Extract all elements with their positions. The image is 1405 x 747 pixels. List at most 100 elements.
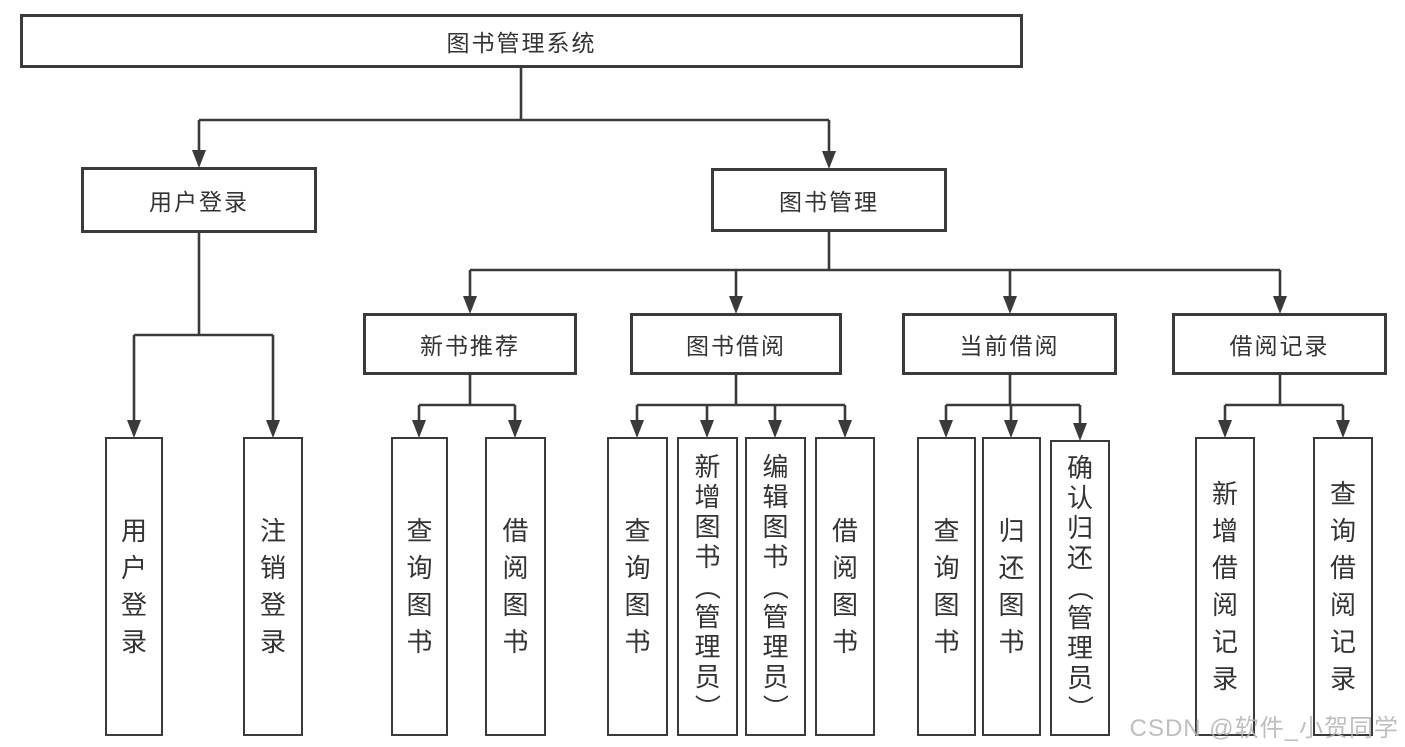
leaf-label-char: 阅 <box>831 552 858 583</box>
leaf-label-char: 图 <box>624 589 651 620</box>
leaf-label-char: 录 <box>259 626 286 657</box>
csdn-watermark: CSDN @软件_小贺同学 <box>1129 715 1399 742</box>
leaf-label-char: 员 <box>694 661 721 692</box>
leaf-label-char: 书 <box>502 626 529 657</box>
root-node-label: 图书管理系统 <box>446 30 597 56</box>
node-current-borrowing-label: 当前借阅 <box>959 333 1060 359</box>
leaf-label-char: 管 <box>1066 603 1093 633</box>
leaf-label-char: 还 <box>1066 543 1093 573</box>
leaf-br-query-record: 查询借阅记录 <box>1313 437 1373 736</box>
leaf-label-char: 管 <box>762 601 789 632</box>
leaf-label-char: 阅 <box>502 552 529 583</box>
node-new-book-recommend: 新书推荐 <box>363 313 577 375</box>
leaf-label-char: 书 <box>933 626 960 657</box>
leaf-label-char: 登 <box>120 589 147 620</box>
leaf-logout: 注销登录 <box>243 437 303 736</box>
leaf-label-char: 用 <box>120 515 147 546</box>
leaf-label-char: ） <box>1064 694 1095 722</box>
leaf-label-char: 归 <box>1066 513 1093 543</box>
leaf-label-char: 理 <box>1066 633 1093 663</box>
node-book-borrowing: 图书借阅 <box>630 313 842 375</box>
leaf-label-char: 借 <box>502 515 529 546</box>
leaf-label-char: 增 <box>694 481 721 512</box>
node-borrowing-records: 借阅记录 <box>1172 313 1387 375</box>
node-borrowing-records-label: 借阅记录 <box>1229 333 1330 359</box>
leaf-label-char: 管 <box>694 601 721 632</box>
leaf-label-char: 书 <box>998 626 1025 657</box>
leaf-label-char: 询 <box>624 552 651 583</box>
connector-root-to-level2 <box>192 68 836 169</box>
leaf-label-char: ） <box>760 693 791 720</box>
leaf-label-char: （ <box>692 573 723 600</box>
leaf-label-char: 图 <box>406 589 433 620</box>
leaf-label-char: 图 <box>933 589 960 620</box>
leaf-cb-confirm-return-admin: 确认归还（管理员） <box>1050 440 1110 736</box>
leaf-label-char: 录 <box>120 626 147 657</box>
leaf-label-char: 查 <box>1329 478 1356 509</box>
leaf-label-char: ） <box>692 693 723 720</box>
leaf-label-char: 书 <box>762 541 789 572</box>
leaf-bb-add-books-admin: 新增图书（管理员） <box>677 437 738 736</box>
connector-current-borrowing-to-leaves <box>939 375 1087 441</box>
leaf-label-char: 图 <box>694 511 721 542</box>
node-book-management-label: 图书管理 <box>779 189 879 215</box>
connector-user-login-to-leaves <box>127 233 280 438</box>
leaf-label-char: （ <box>1064 574 1095 602</box>
leaf-bb-edit-books-admin: 编辑图书（管理员） <box>745 437 806 736</box>
leaf-label-char: 注 <box>259 515 286 546</box>
leaf-label-char: 查 <box>406 515 433 546</box>
leaf-nb-borrow-books: 借阅图书 <box>485 437 546 736</box>
leaf-cb-return-books: 归还图书 <box>982 437 1041 736</box>
leaf-label-char: 书 <box>831 626 858 657</box>
connector-borrowing-records-to-leaves <box>1218 375 1350 438</box>
leaf-cb-query-books: 查询图书 <box>917 437 976 736</box>
leaf-label-char: 户 <box>120 552 147 583</box>
leaf-label-char: 编 <box>762 451 789 482</box>
leaf-label-char: 询 <box>933 552 960 583</box>
leaf-label-char: 理 <box>694 631 721 662</box>
leaf-label-char: 录 <box>1329 663 1356 694</box>
leaf-label-char: 查 <box>624 515 651 546</box>
connector-new-book-recommend-to-leaves <box>412 375 522 438</box>
node-user-login: 用户登录 <box>81 167 317 233</box>
leaf-label-char: 阅 <box>1211 589 1238 620</box>
leaf-bb-query-books: 查询图书 <box>607 437 668 736</box>
leaf-label-char: 记 <box>1211 626 1238 657</box>
leaf-label-char: 销 <box>259 552 286 583</box>
root-node-library-management-system: 图书管理系统 <box>20 14 1023 68</box>
leaf-label-char: 图 <box>831 589 858 620</box>
node-user-login-label: 用户登录 <box>149 189 249 215</box>
leaf-label-char: 书 <box>694 541 721 572</box>
leaf-user-login: 用户登录 <box>105 437 163 736</box>
leaf-label-char: 书 <box>406 626 433 657</box>
leaf-label-char: 增 <box>1211 515 1238 546</box>
leaf-label-char: 查 <box>933 515 960 546</box>
node-book-management: 图书管理 <box>711 168 947 232</box>
leaf-label-char: 借 <box>831 515 858 546</box>
leaf-label-char: 理 <box>762 631 789 662</box>
leaf-label-char: 询 <box>406 552 433 583</box>
leaf-label-char: 确 <box>1066 453 1093 483</box>
leaf-label-char: （ <box>760 573 791 600</box>
leaf-label-char: 记 <box>1329 626 1356 657</box>
connector-book-management-to-level3 <box>463 232 1287 314</box>
leaf-label-char: 认 <box>1066 483 1093 513</box>
leaf-label-char: 员 <box>1066 663 1093 693</box>
leaf-label-char: 新 <box>1211 478 1238 509</box>
leaf-label-char: 图 <box>502 589 529 620</box>
node-new-book-recommend-label: 新书推荐 <box>420 333 520 359</box>
leaf-label-char: 询 <box>1329 515 1356 546</box>
leaf-label-char: 图 <box>762 511 789 542</box>
leaf-label-char: 借 <box>1329 552 1356 583</box>
leaf-br-add-record: 新增借阅记录 <box>1195 437 1255 736</box>
leaf-label-char: 登 <box>259 589 286 620</box>
leaf-bb-borrow-books: 借阅图书 <box>815 437 875 736</box>
node-book-borrowing-label: 图书借阅 <box>686 333 786 359</box>
leaf-label-char: 录 <box>1211 663 1238 694</box>
leaf-label-char: 新 <box>694 451 721 482</box>
leaf-label-char: 借 <box>1211 552 1238 583</box>
node-current-borrowing: 当前借阅 <box>902 313 1117 375</box>
leaf-label-char: 归 <box>998 515 1025 546</box>
